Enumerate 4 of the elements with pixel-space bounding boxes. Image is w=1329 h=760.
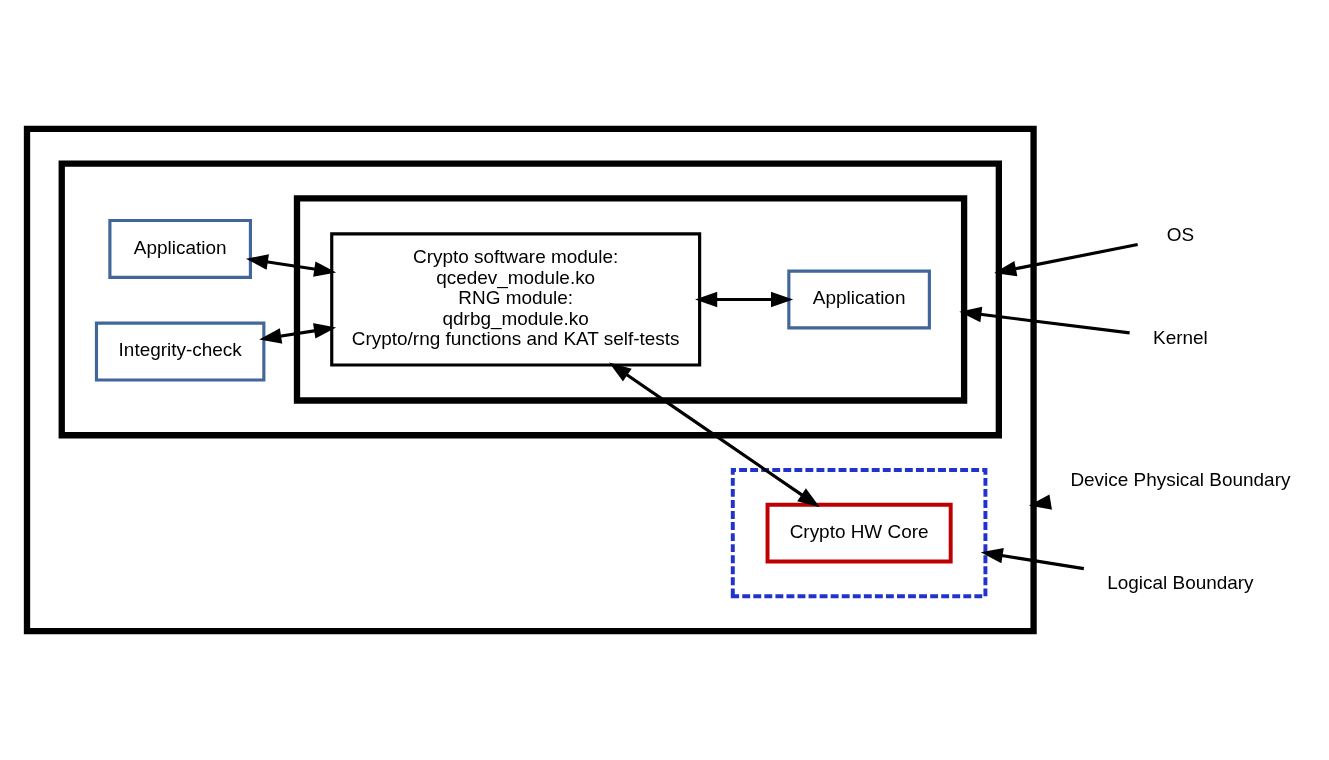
- node-text: OS: [1166, 224, 1195, 246]
- node-text: Logical Boundary: [1107, 571, 1254, 593]
- node-text: Device Physical Boundary: [1070, 468, 1291, 490]
- node-text: Kernel: [1153, 326, 1208, 348]
